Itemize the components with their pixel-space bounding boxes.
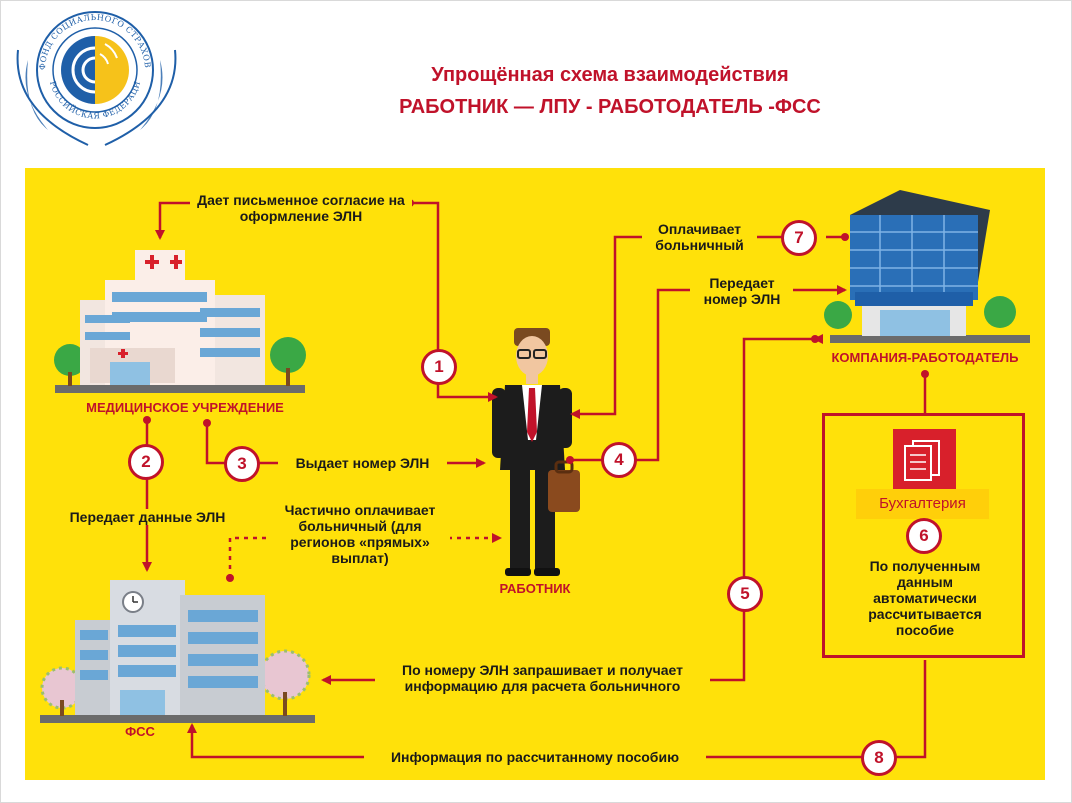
step-8-label: Информация по рассчитанному пособию (365, 749, 705, 765)
step-4-label: Передает номер ЭЛН (692, 275, 792, 307)
accounting-doc-icon (893, 429, 956, 489)
worker-illustration (492, 328, 580, 576)
step-3-badge: 3 (224, 446, 260, 482)
fss-caption: ФСС (125, 724, 155, 739)
hospital-illustration (54, 250, 306, 393)
step-1-label: Дает письменное согласие на оформление Э… (190, 192, 412, 224)
accounting-label: Бухгалтерия (856, 489, 989, 519)
step-6-badge: 6 (906, 518, 942, 554)
step-2-label: Передает данные ЭЛН (55, 509, 240, 525)
direct-payment-note: Частично оплачивает больничный (для реги… (270, 502, 450, 566)
step-7-label: Оплачивает больничный (642, 221, 757, 253)
office-building-illustration (824, 190, 1030, 343)
fss-logo: ФОНД СОЦИАЛЬНОГО СТРАХОВАНИЯ РОССИЙСКАЯ … (0, 0, 177, 146)
fss-building-illustration (40, 580, 315, 723)
step-2-badge: 2 (128, 444, 164, 480)
step-4-badge: 4 (601, 442, 637, 478)
step-5-badge: 5 (727, 576, 763, 612)
step-5-label: По номеру ЭЛН запрашивает и получает инф… (375, 662, 710, 694)
employer-caption: КОМПАНИЯ-РАБОТОДАТЕЛЬ (831, 350, 1019, 365)
accounting-box (822, 413, 1025, 658)
step-8-badge: 8 (861, 740, 897, 776)
step-3-label: Выдает номер ЭЛН (280, 455, 445, 471)
step-7-badge: 7 (781, 220, 817, 256)
medical-institution-caption: МЕДИЦИНСКОЕ УЧРЕЖДЕНИЕ (86, 400, 284, 415)
worker-caption: РАБОТНИК (499, 581, 571, 596)
step-6-label: По полученным данным автоматически рассч… (868, 558, 982, 638)
step-1-badge: 1 (421, 349, 457, 385)
page-title-line2: РАБОТНИК — ЛПУ - РАБОТОДАТЕЛЬ -ФСС (399, 96, 821, 118)
page-title-line1: Упрощённая схема взаимодействия (431, 64, 789, 86)
